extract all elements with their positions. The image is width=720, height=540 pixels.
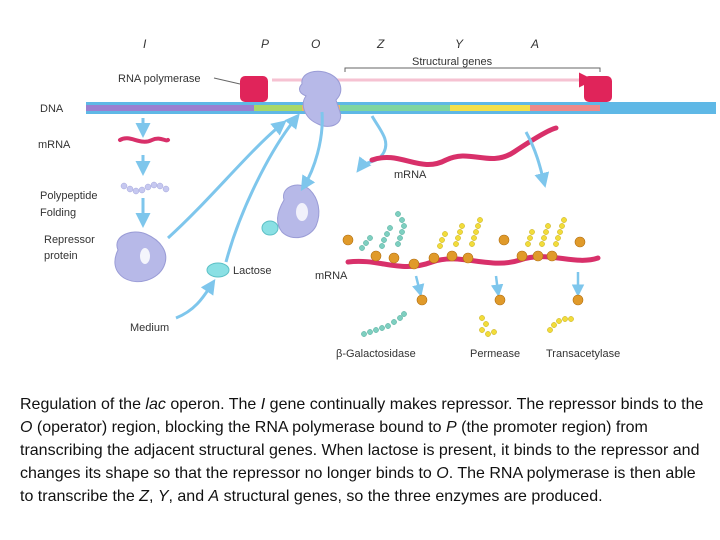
caption-run: O <box>20 419 33 436</box>
beta-galactosidase-chain <box>361 311 407 337</box>
arrow-repressor-to-operator <box>166 120 287 240</box>
caption-run: Z <box>139 488 149 505</box>
repressor-label: Repressor <box>44 234 95 246</box>
caption-run: , <box>148 488 158 505</box>
caption-run: A <box>208 488 220 505</box>
transacetylase-chain <box>547 316 574 333</box>
arrow-transcription-down <box>356 115 388 173</box>
caption-run: lac <box>145 396 166 413</box>
mrna-left <box>118 136 170 144</box>
beta-galactosidase-label: β-Galactosidase <box>336 348 416 360</box>
mrna-lower <box>345 254 601 270</box>
gene-label-p: P <box>261 37 269 51</box>
mrna-left-label: mRNA <box>38 139 71 151</box>
transacetylase-label: Transacetylase <box>546 348 620 360</box>
arrow-to-beta-gal <box>412 275 425 297</box>
caption-run: O <box>436 465 449 482</box>
gene-label-y: Y <box>455 37 464 51</box>
polypeptide-label: Polypeptide <box>40 190 98 202</box>
caption-run: operon. The <box>165 396 261 413</box>
rna-polymerase-promoter <box>240 76 268 102</box>
dna-label: DNA <box>40 103 64 115</box>
structural-genes-label: Structural genes <box>412 56 493 68</box>
arrow-mrna-to-translation <box>524 131 550 188</box>
lac-operon-diagram: I P O Z Y A Structural genes DNA RNA pol… <box>38 37 716 360</box>
permease-chain <box>479 315 497 337</box>
gene-label-i: I <box>143 37 147 51</box>
mrna-center-label: mRNA <box>394 169 427 181</box>
dna-strand <box>86 102 716 114</box>
arrow-to-permease <box>490 275 504 297</box>
caption-run: Regulation of the <box>20 396 146 413</box>
polypeptide-chain <box>120 181 170 195</box>
gene-label-a: A <box>530 37 539 51</box>
caption-run: , and <box>168 488 209 505</box>
gene-label-z: Z <box>376 37 385 51</box>
repressor-on-operator <box>299 70 342 127</box>
structural-genes-bracket <box>344 67 601 72</box>
lactose-molecule <box>206 262 230 278</box>
folding-label: Folding <box>40 207 76 219</box>
caption-run: gene continually makes repressor. The re… <box>265 396 704 413</box>
caption-run: . The RNA polymerase is then able to tra… <box>20 465 696 505</box>
repressor-protein <box>114 231 167 282</box>
caption-run: (the promoter region) from transcribing … <box>20 419 700 482</box>
arrow-repressor-release <box>300 111 324 192</box>
caption-run: structural genes, so the three enzymes a… <box>219 488 603 505</box>
caption-run: (operator) region, blocking the RNA poly… <box>32 419 447 436</box>
rna-polymerase-pointer <box>213 77 241 85</box>
caption-run: Y <box>157 488 169 505</box>
permease-label: Permease <box>470 348 520 360</box>
caption-run: P <box>446 419 457 436</box>
arrow-medium-to-lactose <box>175 279 216 320</box>
protein-label: protein <box>44 250 78 262</box>
mrna-lower-label: mRNA <box>315 270 348 282</box>
arrow-lactose-to-operator <box>224 113 300 263</box>
rna-polymerase-label: RNA polymerase <box>118 73 201 85</box>
rna-polymerase-end <box>584 76 612 102</box>
repressor-lactose-complex <box>261 184 320 239</box>
figure-caption: Regulation of the lac operon. The I gene… <box>20 393 706 508</box>
gene-label-o: O <box>311 37 320 51</box>
caption-run: I <box>260 396 266 413</box>
lactose-label: Lactose <box>233 265 272 277</box>
released-ribosomes <box>416 294 584 306</box>
medium-label: Medium <box>130 322 169 334</box>
mrna-center <box>369 125 559 167</box>
ribosome-chains <box>342 211 586 270</box>
